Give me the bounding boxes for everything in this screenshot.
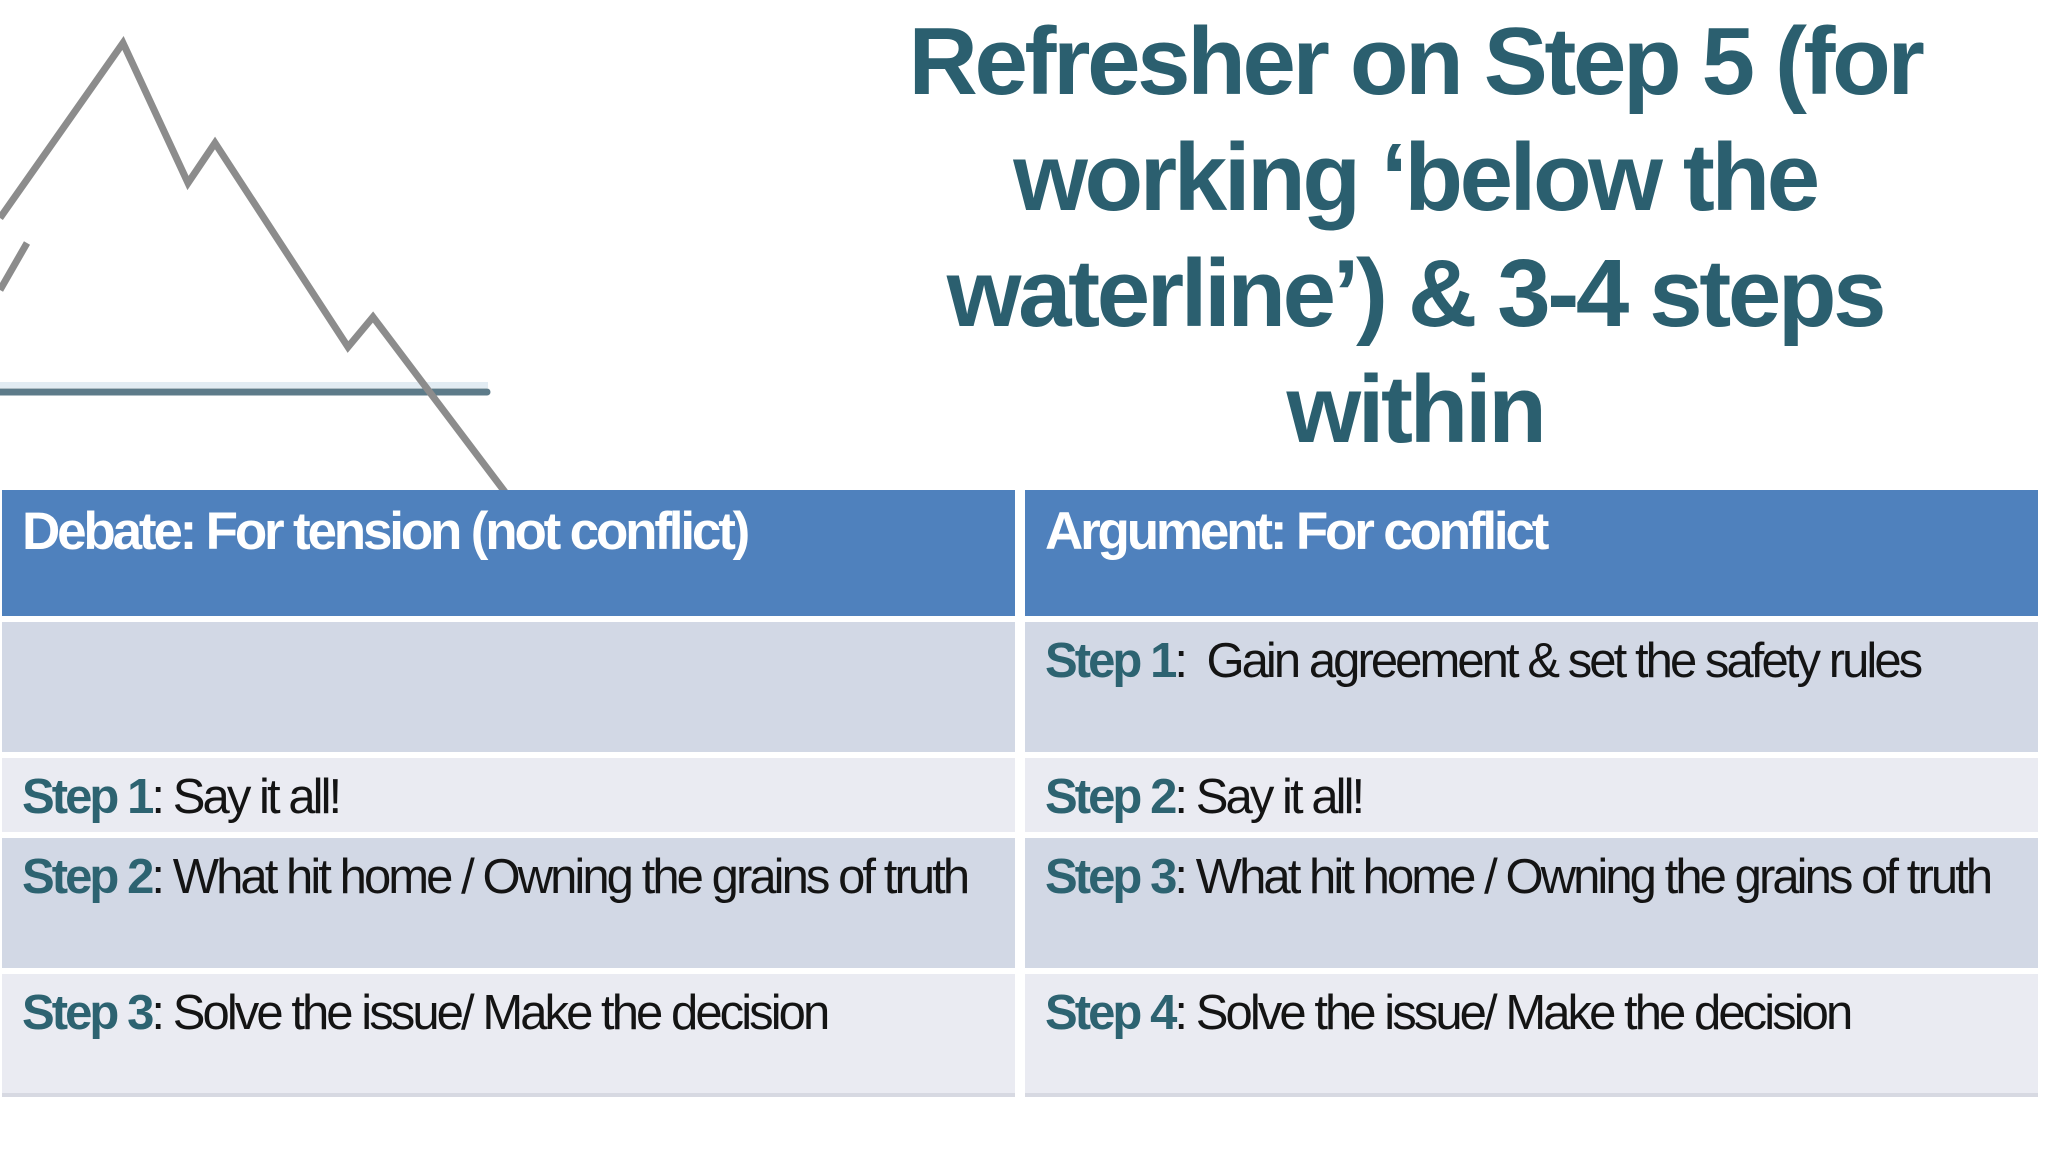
mountain-waterline-graphic	[0, 36, 508, 495]
title-line-3: waterline’) & 3-4 steps	[946, 240, 1887, 347]
step-label: Step 2	[22, 850, 154, 904]
cell-row4-debate: Step 3: Solve the issue/ Make the decisi…	[2, 974, 1015, 1097]
step-text: : Say it all!	[1174, 770, 1365, 824]
title-line-4: within	[1286, 356, 1546, 463]
header-cell-argument: Argument: For conflict	[1025, 490, 2038, 616]
step-label: Step 1	[1045, 634, 1177, 688]
mountain-outline	[0, 36, 508, 495]
cell-row2-argument: Step 2: Say it all!	[1025, 758, 2038, 832]
step-label: Step 3	[22, 986, 154, 1040]
cell-row4-argument: Step 4: Solve the issue/ Make the decisi…	[1025, 974, 2038, 1097]
comparison-table: Debate: For tension (not conflict) Argum…	[2, 490, 2038, 1097]
step-label: Step 4	[1045, 986, 1177, 1040]
cell-row1-argument: Step 1: Gain agreement & set the safety …	[1025, 622, 2038, 752]
step-label: Step 2	[1045, 770, 1177, 824]
mountain-ledge	[0, 241, 31, 292]
cell-row3-argument: Step 3: What hit home / Owning the grain…	[1025, 838, 2038, 968]
step-text: : What hit home / Owning the grains of t…	[1174, 850, 1993, 904]
step-text: : What hit home / Owning the grains of t…	[151, 850, 970, 904]
cell-row1-debate	[2, 622, 1015, 752]
step-text: : Solve the issue/ Make the decision	[1174, 986, 1853, 1040]
header-cell-debate: Debate: For tension (not conflict)	[2, 490, 1015, 616]
title-line-1: Refresher on Step 5 (for	[908, 8, 1925, 115]
step-label: Step 3	[1045, 850, 1177, 904]
step-text: : Gain agreement & set the safety rules	[1174, 634, 1923, 688]
cell-row2-debate: Step 1: Say it all!	[2, 758, 1015, 832]
cell-row3-debate: Step 2: What hit home / Owning the grain…	[2, 838, 1015, 968]
step-text: : Say it all!	[151, 770, 342, 824]
slide-title: Refresher on Step 5 (for working ‘below …	[790, 0, 2040, 468]
title-line-2: working ‘below the	[1013, 124, 1820, 231]
step-label: Step 1	[22, 770, 154, 824]
step-text: : Solve the issue/ Make the decision	[151, 986, 830, 1040]
